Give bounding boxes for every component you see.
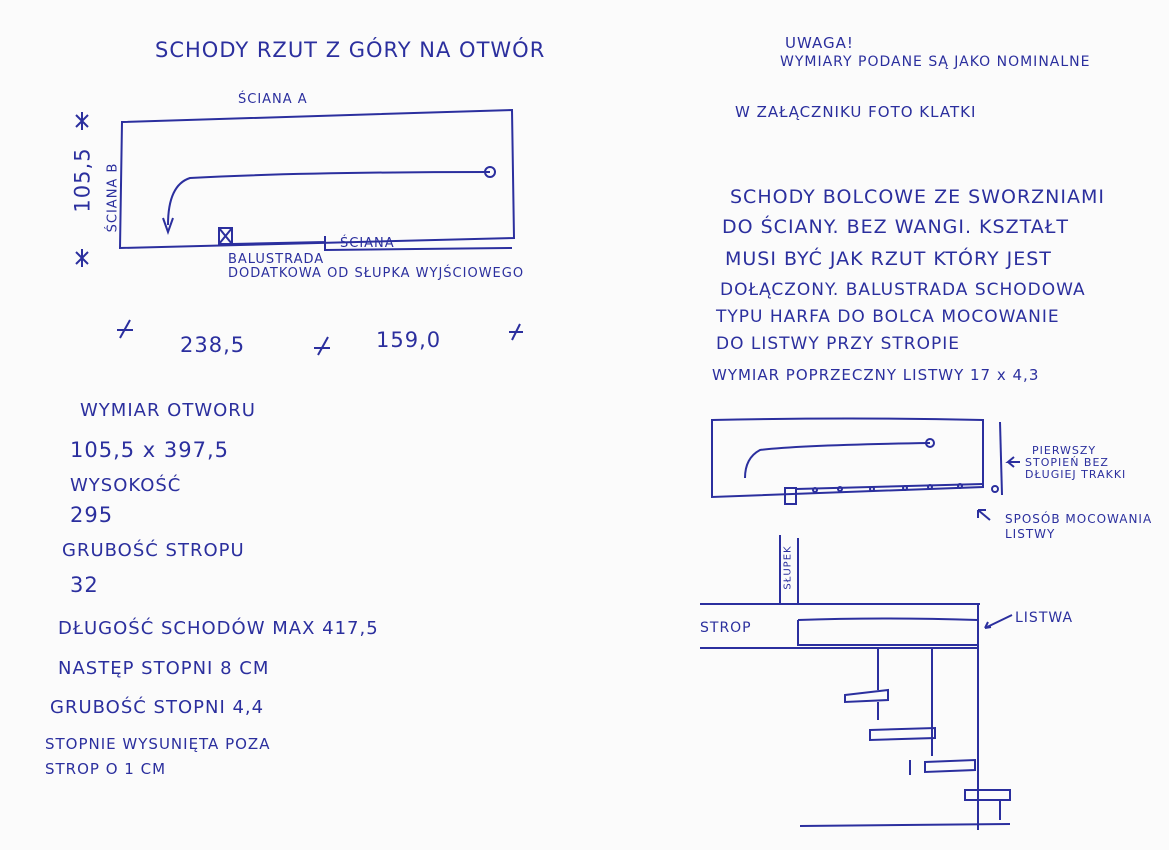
- balustrade-label-2: DODATKOWA OD SŁUPKA WYJŚCIOWEGO: [228, 266, 525, 281]
- spec-line: STOPNIE WYSUNIĘTA POZA: [45, 735, 271, 753]
- wall-a-label: ŚCIANA A: [238, 92, 308, 107]
- spec-line: WYMIAR OTWORU: [80, 400, 256, 421]
- spec-line: NASTĘP STOPNI 8 CM: [58, 658, 270, 679]
- plan-view-detail: [711, 417, 1020, 521]
- attachment-note: W ZAŁĄCZNIKU FOTO KLATKI: [735, 103, 977, 121]
- note-title: UWAGA!: [785, 34, 854, 52]
- dimension-1: 238,5: [180, 333, 246, 357]
- description-line: SCHODY BOLCOWE ZE SWORZNIAMI: [730, 186, 1105, 208]
- wall-label: ŚCIANA: [340, 236, 395, 251]
- spec-line: WYSOKOŚĆ: [70, 475, 182, 496]
- rail-label: LISTWA: [1015, 610, 1074, 626]
- description-line: WYMIAR POPRZECZNY LISTWY 17 x 4,3: [712, 366, 1040, 384]
- first-step-note-3: DŁUGIEJ TRAKKI: [1025, 468, 1127, 481]
- first-step-note-2: STOPIEŃ BEZ: [1025, 456, 1109, 469]
- spec-line: 105,5 x 397,5: [70, 438, 230, 462]
- spec-line: GRUBOŚĆ STOPNI 4,4: [50, 697, 265, 718]
- spec-line: 32: [70, 573, 99, 597]
- note-text: WYMIARY PODANE SĄ JAKO NOMINALNE: [780, 54, 1091, 70]
- balustrade-label-1: BALUSTRADA: [228, 252, 325, 267]
- first-step-note-1: PIERWSZY: [1032, 444, 1097, 457]
- spec-line: DŁUGOŚĆ SCHODÓW MAX 417,5: [58, 618, 379, 639]
- wall-b-label: ŚCIANA B: [105, 162, 121, 233]
- width-dimension: 105,5: [70, 147, 95, 213]
- mounting-note-1: SPOSÓB MOCOWANIA: [1005, 512, 1153, 526]
- description-line: MUSI BYĆ JAK RZUT KTÓRY JEST: [725, 248, 1052, 270]
- dimension-2: 159,0: [376, 328, 442, 352]
- spec-line: STROP O 1 CM: [45, 760, 167, 778]
- description-line: DOŁĄCZONY. BALUSTRADA SCHODOWA: [720, 280, 1086, 300]
- section-view: [700, 535, 1013, 830]
- plan-title: SCHODY RZUT Z GÓRY NA OTWÓR: [155, 38, 546, 62]
- spec-line: 295: [70, 503, 114, 527]
- plan-view-top: [75, 108, 523, 356]
- description-line: DO LISTWY PRZY STROPIE: [716, 334, 961, 354]
- description-line: DO ŚCIANY. BEZ WANGI. KSZTAŁT: [722, 216, 1070, 238]
- spec-line: GRUBOŚĆ STROPU: [62, 540, 245, 561]
- ceiling-label: STROP: [700, 620, 752, 636]
- mounting-note-2: LISTWY: [1005, 527, 1056, 541]
- post-label: SŁUPEK: [782, 545, 794, 590]
- description-line: TYPU HARFA DO BOLCA MOCOWANIE: [716, 307, 1060, 327]
